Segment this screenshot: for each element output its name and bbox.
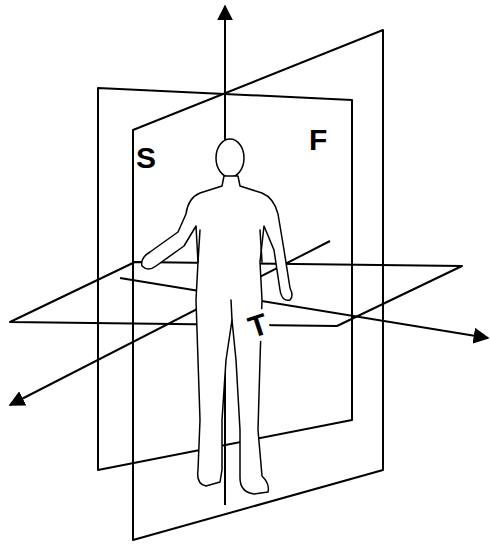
human-figure xyxy=(142,139,292,494)
width-axis xyxy=(120,278,488,338)
frontal-plane xyxy=(133,30,383,540)
plane-letter: S xyxy=(134,143,158,173)
plane-letter: F xyxy=(307,125,329,155)
